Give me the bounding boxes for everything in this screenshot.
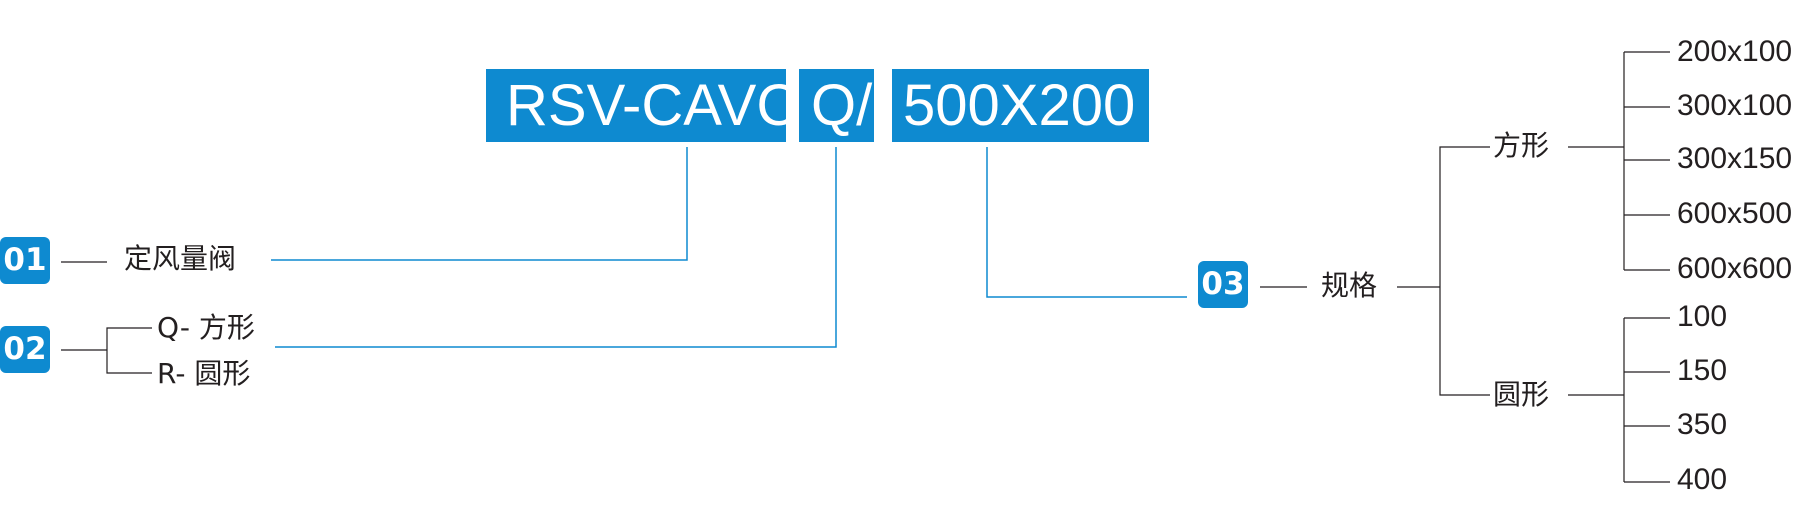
- bracket-02: [106, 327, 152, 374]
- code-series-text: RSV-CAVC-: [506, 73, 786, 138]
- leader-line-02: [275, 147, 837, 348]
- size-square-item: 200x100: [1677, 35, 1793, 68]
- code-series-box: RSV-CAVC-: [486, 69, 786, 142]
- code-shape-text: Q/: [811, 73, 873, 138]
- size-square-item: 300x100: [1677, 89, 1793, 122]
- code-shape-box: Q/: [799, 69, 874, 142]
- category-square: 方形: [1493, 129, 1550, 162]
- label-constant-air-volume-valve: 定风量阀: [124, 242, 237, 275]
- label-specification: 规格: [1321, 269, 1378, 302]
- size-round-item: 100: [1677, 300, 1728, 333]
- size-square-item: 600x600: [1677, 252, 1793, 285]
- size-round-item: 350: [1677, 408, 1728, 441]
- code-size-text: 500X200: [903, 73, 1136, 138]
- code-size-box: 500X200: [892, 69, 1149, 142]
- badge-02: 02: [0, 326, 50, 373]
- size-square-item: 600x500: [1677, 197, 1793, 230]
- size-round-item: 150: [1677, 354, 1728, 387]
- leader-line-01: [271, 147, 688, 261]
- badge-01: 01: [0, 237, 50, 284]
- badge-03: 03: [1198, 261, 1248, 308]
- category-round: 圆形: [1493, 378, 1550, 411]
- leader-line-03: [986, 147, 1187, 298]
- option-square: Q- 方形: [157, 311, 255, 344]
- size-square-item: 300x150: [1677, 142, 1793, 175]
- size-round-item: 400: [1677, 463, 1728, 496]
- option-round: R- 圆形: [157, 357, 251, 390]
- tree-03-trunk: [1439, 146, 1490, 396]
